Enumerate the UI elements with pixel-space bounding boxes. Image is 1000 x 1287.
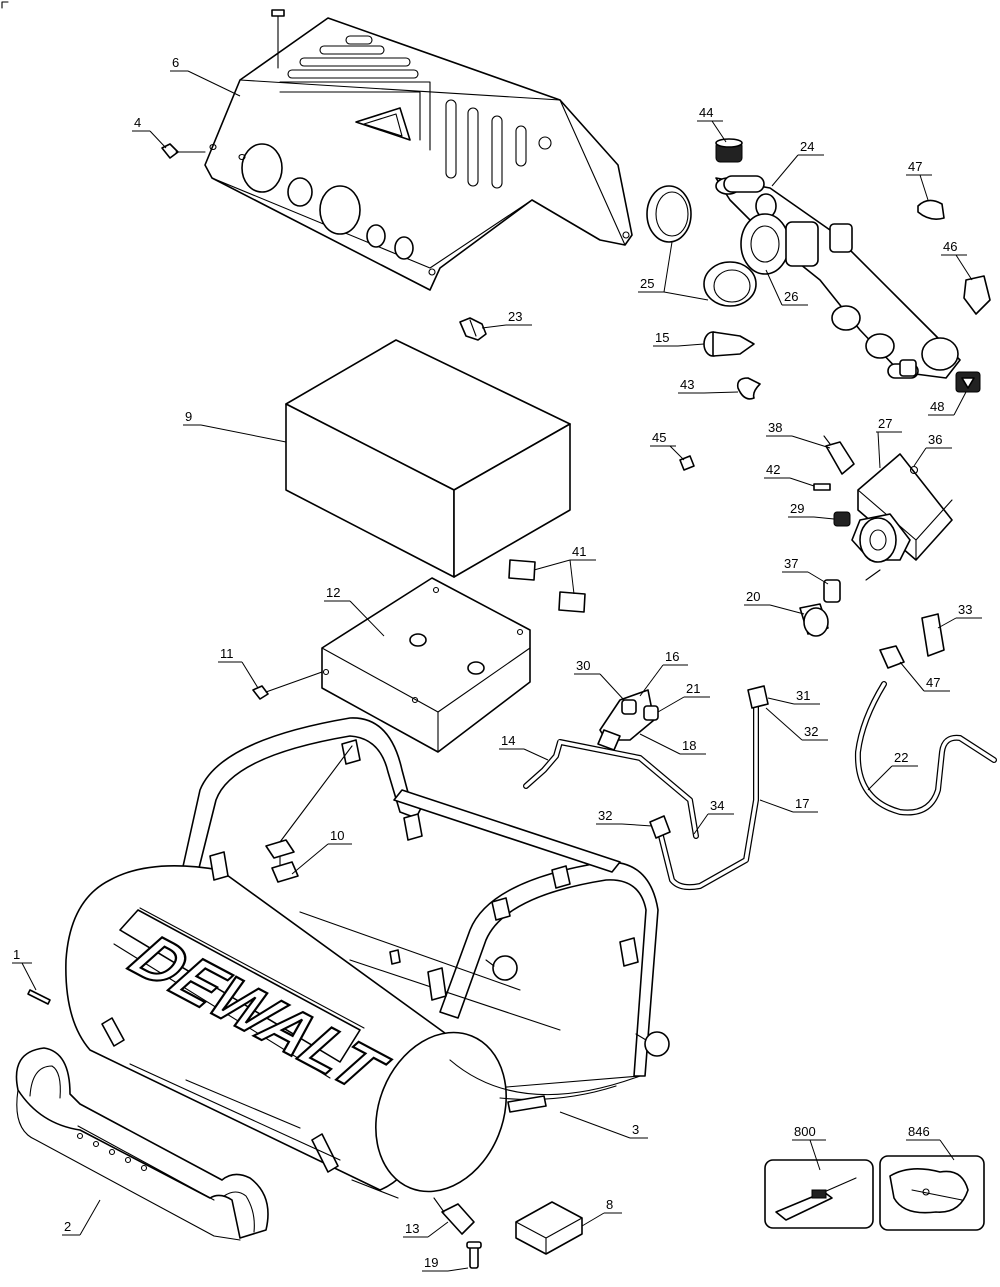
callout-47-lower: 47 xyxy=(926,675,940,690)
callout-24: 24 xyxy=(800,139,814,154)
callout-846: 846 xyxy=(908,1124,930,1139)
part-screw-4 xyxy=(161,143,206,159)
callout-16: 16 xyxy=(665,649,679,664)
callout-15: 15 xyxy=(655,330,669,345)
part-pin-1 xyxy=(27,989,51,1005)
part-cap-44 xyxy=(715,138,743,163)
callout-17: 17 xyxy=(795,796,809,811)
callout-19: 19 xyxy=(424,1255,438,1270)
part-shroud-cover xyxy=(204,9,633,291)
callouts: 1 2 3 4 6 8 9 10 11 12 xyxy=(12,55,982,1272)
part-manifold-24 xyxy=(715,175,961,379)
callout-29: 29 xyxy=(790,501,804,516)
callout-44: 44 xyxy=(699,105,713,120)
part-clip-47-top xyxy=(917,199,945,220)
callout-30: 30 xyxy=(576,658,590,673)
callout-27: 27 xyxy=(878,416,892,431)
callout-13: 13 xyxy=(405,1221,419,1236)
part-bracket-10 xyxy=(265,745,353,883)
callout-8: 8 xyxy=(606,1197,613,1212)
callout-45: 45 xyxy=(652,430,666,445)
part-pin-19 xyxy=(466,1241,482,1269)
kit-800 xyxy=(764,1159,874,1229)
callout-6: 6 xyxy=(172,55,179,70)
callout-10: 10 xyxy=(330,828,344,843)
callout-23: 23 xyxy=(508,309,522,324)
part-gauges-25 xyxy=(646,185,757,307)
callout-4: 4 xyxy=(134,115,141,130)
callout-1: 1 xyxy=(13,947,20,962)
callout-12: 12 xyxy=(326,585,340,600)
callout-48: 48 xyxy=(930,399,944,414)
part-elbow-46 xyxy=(963,275,991,315)
callout-31: 31 xyxy=(796,688,810,703)
part-bracket-12 xyxy=(321,577,531,753)
part-bushing-37 xyxy=(823,579,841,603)
callout-42: 42 xyxy=(766,462,780,477)
part-valve-38 xyxy=(823,435,855,475)
part-screw-11 xyxy=(252,671,323,700)
callout-33: 33 xyxy=(958,602,972,617)
part-pump-27 xyxy=(851,453,953,581)
callout-32-right: 32 xyxy=(804,724,818,739)
callout-43: 43 xyxy=(680,377,694,392)
callout-21: 21 xyxy=(686,681,700,696)
part-labels-41 xyxy=(508,559,586,613)
part-box-9 xyxy=(285,339,571,578)
callout-3: 3 xyxy=(632,1122,639,1137)
callout-2: 2 xyxy=(64,1219,71,1234)
callout-37: 37 xyxy=(784,556,798,571)
part-tubes xyxy=(523,681,997,891)
part-tank-frame-3: DEWALT xyxy=(65,717,670,1199)
part-pin-42 xyxy=(813,483,831,491)
callout-14: 14 xyxy=(501,733,515,748)
part-fitting-23 xyxy=(459,317,487,341)
callout-26: 26 xyxy=(784,289,798,304)
part-handle-2 xyxy=(15,1047,269,1241)
part-clip-43 xyxy=(736,377,761,400)
callout-38: 38 xyxy=(768,420,782,435)
part-plug-48 xyxy=(955,371,981,393)
part-filter-20 xyxy=(799,603,829,637)
part-valve-33 xyxy=(921,613,945,657)
callout-34: 34 xyxy=(710,798,724,813)
part-drain-valve-13 xyxy=(433,1197,475,1235)
kit-846 xyxy=(879,1155,985,1231)
callout-800: 800 xyxy=(794,1124,816,1139)
callout-25: 25 xyxy=(640,276,654,291)
callout-22: 22 xyxy=(894,750,908,765)
part-clip-47-lower xyxy=(879,645,905,669)
callout-18: 18 xyxy=(682,738,696,753)
callout-11: 11 xyxy=(220,646,234,661)
callout-41: 41 xyxy=(572,544,586,559)
part-nut-29 xyxy=(833,511,851,527)
callout-20: 20 xyxy=(746,589,760,604)
part-fitting-15 xyxy=(703,331,755,357)
part-check-valve-16 xyxy=(597,689,659,751)
part-pad-8 xyxy=(515,1201,583,1255)
callout-9: 9 xyxy=(185,409,192,424)
corner-mark xyxy=(1,1,9,9)
callout-32-left: 32 xyxy=(598,808,612,823)
callout-36: 36 xyxy=(928,432,942,447)
callout-46: 46 xyxy=(943,239,957,254)
callout-47-top: 47 xyxy=(908,159,922,174)
